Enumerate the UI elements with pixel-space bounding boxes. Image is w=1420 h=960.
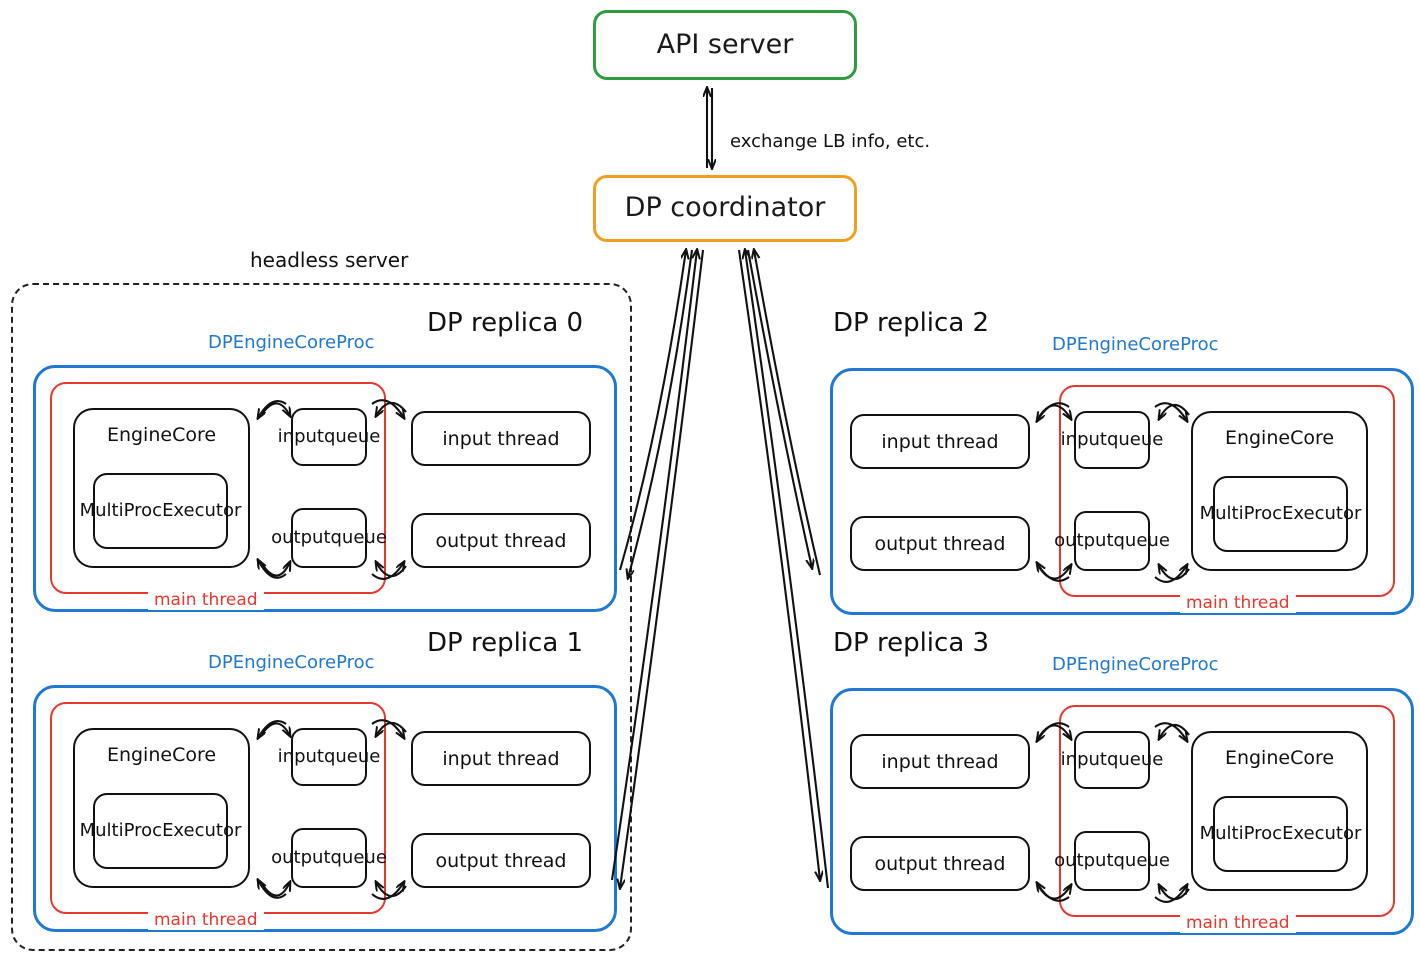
replica-1-engine-core-label: EngineCore bbox=[106, 744, 217, 766]
replica-2-output-queue[interactable]: outputqueue bbox=[1054, 511, 1170, 571]
api-server-label: API server bbox=[656, 28, 794, 60]
replica-2-outq-line1: output bbox=[1054, 530, 1114, 552]
replica-0-outq-line2: queue bbox=[330, 527, 387, 549]
dp-coordinator-label: DP coordinator bbox=[624, 192, 826, 224]
replica-1-input-thread[interactable]: input thread bbox=[411, 731, 591, 786]
replica-2-input-thread-label: input thread bbox=[881, 430, 999, 453]
replica-0-inq-line2: queue bbox=[323, 426, 381, 448]
replica-2-input-queue[interactable]: inputqueue bbox=[1061, 411, 1163, 469]
replica-2-engine-core-label: EngineCore bbox=[1224, 427, 1335, 449]
replica-3-inq-line2: queue bbox=[1106, 749, 1164, 771]
replica-0-input-thread[interactable]: input thread bbox=[411, 411, 591, 466]
replica-1-outq-line1: output bbox=[271, 847, 331, 869]
replica-1-main-thread-label: main thread bbox=[148, 910, 264, 930]
replica-1-output-thread[interactable]: output thread bbox=[411, 833, 591, 888]
replica-3-mpe-line2: Executor bbox=[1282, 823, 1362, 845]
arrow-api-to-coordinator bbox=[707, 88, 712, 168]
replica-0-mpe-line1: MultiProc bbox=[79, 500, 163, 522]
replica-3-main-thread-label: main thread bbox=[1180, 913, 1296, 933]
replica-0-output-thread-label: output thread bbox=[435, 529, 567, 552]
replica-2-main-thread-label: main thread bbox=[1180, 593, 1296, 613]
exchange-lb-info-label: exchange LB info, etc. bbox=[730, 131, 931, 152]
replica-2-output-thread-label: output thread bbox=[874, 532, 1006, 555]
replica-0-output-thread[interactable]: output thread bbox=[411, 513, 591, 568]
replica-0-mpe-line2: Executor bbox=[162, 500, 242, 522]
dp-coordinator-node[interactable]: DP coordinator bbox=[593, 175, 857, 242]
arrow-coordinator-replica-3 bbox=[737, 250, 830, 889]
replica-3-engine-core-label: EngineCore bbox=[1224, 747, 1335, 769]
replica-1-output-thread-label: output thread bbox=[435, 849, 567, 872]
replica-2-input-thread[interactable]: input thread bbox=[850, 414, 1030, 469]
replica-0-output-queue[interactable]: outputqueue bbox=[271, 508, 387, 568]
replica-0-input-thread-label: input thread bbox=[442, 427, 560, 450]
replica-3-input-queue[interactable]: inputqueue bbox=[1061, 731, 1163, 789]
replica-2-outq-line2: queue bbox=[1113, 530, 1170, 552]
replica-3-output-thread[interactable]: output thread bbox=[850, 836, 1030, 891]
replica-1-outq-line2: queue bbox=[330, 847, 387, 869]
replica-0-proc-label: DPEngineCoreProc bbox=[208, 332, 375, 353]
replica-2-output-thread[interactable]: output thread bbox=[850, 516, 1030, 571]
replica-2-mpe-line2: Executor bbox=[1282, 503, 1362, 525]
replica-2-multiproc-executor[interactable]: MultiProcExecutor bbox=[1200, 476, 1361, 552]
replica-1-mpe-line2: Executor bbox=[162, 820, 242, 842]
api-server-node[interactable]: API server bbox=[593, 10, 857, 80]
replica-1-proc-label: DPEngineCoreProc bbox=[208, 652, 375, 673]
replica-1-output-queue[interactable]: outputqueue bbox=[271, 828, 387, 888]
replica-3-inq-line1: input bbox=[1060, 749, 1107, 771]
replica-0-main-thread-label: main thread bbox=[148, 590, 264, 610]
replica-3-output-thread-label: output thread bbox=[874, 852, 1006, 875]
replica-2-title: DP replica 2 bbox=[833, 308, 990, 338]
replica-1-mpe-line1: MultiProc bbox=[79, 820, 163, 842]
replica-1-multiproc-executor[interactable]: MultiProcExecutor bbox=[80, 793, 241, 869]
replica-1-input-queue[interactable]: inputqueue bbox=[278, 728, 380, 786]
replica-3-outq-line1: output bbox=[1054, 850, 1114, 872]
replica-0-title: DP replica 0 bbox=[427, 308, 584, 338]
replica-3-proc-label: DPEngineCoreProc bbox=[1052, 654, 1219, 675]
replica-2-mpe-line1: MultiProc bbox=[1199, 503, 1283, 525]
replica-2-inq-line2: queue bbox=[1106, 429, 1164, 451]
replica-3-title: DP replica 3 bbox=[833, 628, 990, 658]
replica-3-mpe-line1: MultiProc bbox=[1199, 823, 1283, 845]
replica-3-outq-line2: queue bbox=[1113, 850, 1170, 872]
replica-3-input-thread[interactable]: input thread bbox=[850, 734, 1030, 789]
replica-0-input-queue[interactable]: inputqueue bbox=[278, 408, 380, 466]
replica-1-inq-line2: queue bbox=[323, 746, 381, 768]
replica-1-input-thread-label: input thread bbox=[442, 747, 560, 770]
replica-3-input-thread-label: input thread bbox=[881, 750, 999, 773]
replica-2-inq-line1: input bbox=[1060, 429, 1107, 451]
replica-0-engine-core-label: EngineCore bbox=[106, 424, 217, 446]
replica-0-outq-line1: output bbox=[271, 527, 331, 549]
replica-0-multiproc-executor[interactable]: MultiProcExecutor bbox=[80, 473, 241, 549]
replica-2-proc-label: DPEngineCoreProc bbox=[1052, 334, 1219, 355]
replica-0-inq-line1: input bbox=[277, 426, 324, 448]
replica-3-multiproc-executor[interactable]: MultiProcExecutor bbox=[1200, 796, 1361, 872]
replica-1-inq-line1: input bbox=[277, 746, 324, 768]
arrow-coordinator-replica-2 bbox=[746, 250, 822, 576]
replica-1-title: DP replica 1 bbox=[427, 628, 584, 658]
replica-3-output-queue[interactable]: outputqueue bbox=[1054, 831, 1170, 891]
headless-server-label: headless server bbox=[250, 248, 409, 272]
